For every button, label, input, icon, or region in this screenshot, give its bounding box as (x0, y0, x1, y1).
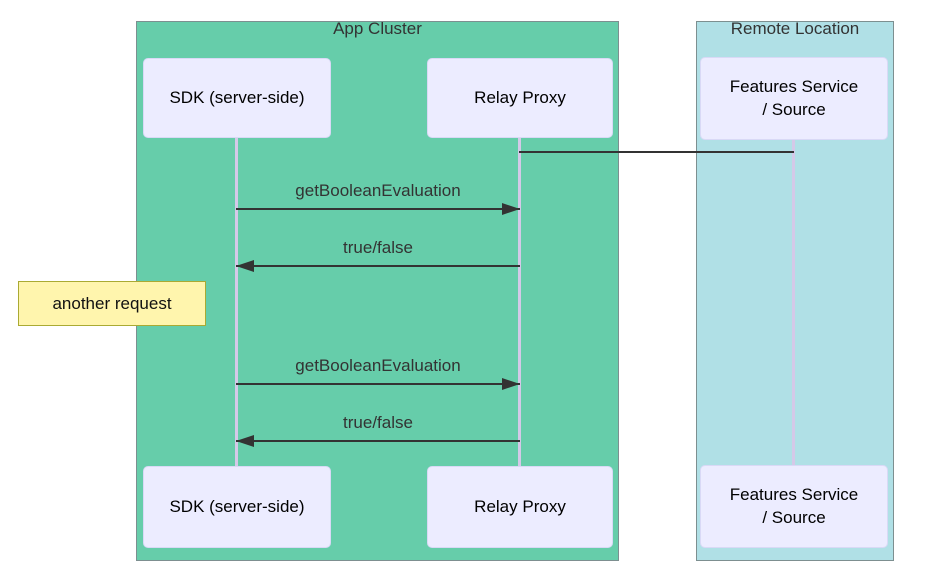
message-label-get-boolean-evaluation-2: getBooleanEvaluation (295, 356, 461, 375)
message-label-get-boolean-evaluation-1: getBooleanEvaluation (295, 181, 461, 200)
note-another-request: another request (18, 281, 206, 326)
actor-label-sdk: SDK (server-side) (169, 87, 305, 107)
message-arrow-2 (236, 265, 520, 267)
message-label-true-false-2: true/false (343, 413, 413, 432)
actor-label-features-service-line2: / Source (762, 99, 826, 119)
actor-label-relay-proxy: Relay Proxy (474, 87, 566, 107)
actor-label-features-service-line1: Features Service (729, 77, 859, 97)
arrowhead-left-icon (236, 435, 254, 447)
actor-box-features-service-top: Features Service / Source (700, 57, 888, 140)
relay-to-features-connection-line (519, 151, 794, 153)
actor-box-sdk-top: SDK (server-side) (143, 58, 331, 138)
actor-box-relay-proxy-top: Relay Proxy (427, 58, 613, 138)
actor-box-relay-proxy-bottom: Relay Proxy (427, 466, 613, 548)
actor-label-sdk: SDK (server-side) (169, 496, 305, 516)
message-arrow-3 (236, 383, 520, 385)
lifeline-features-service (792, 138, 795, 466)
message-arrow-4 (236, 440, 520, 442)
arrowhead-left-icon (236, 260, 254, 272)
remote-location-title: Remote Location (730, 19, 860, 38)
actor-box-features-service-bottom: Features Service / Source (700, 465, 888, 548)
message-arrow-1 (236, 208, 520, 210)
arrowhead-right-icon (502, 378, 520, 390)
actor-box-sdk-bottom: SDK (server-side) (143, 466, 331, 548)
actor-label-features-service-line1: Features Service (729, 485, 859, 505)
lifeline-sdk (235, 138, 238, 466)
actor-label-relay-proxy: Relay Proxy (474, 496, 566, 516)
app-cluster-title: App Cluster (333, 19, 422, 38)
arrowhead-right-icon (502, 203, 520, 215)
lifeline-relay-proxy (518, 138, 521, 466)
message-label-true-false-1: true/false (343, 238, 413, 257)
note-text: another request (52, 293, 172, 313)
actor-label-features-service-line2: / Source (762, 507, 826, 527)
